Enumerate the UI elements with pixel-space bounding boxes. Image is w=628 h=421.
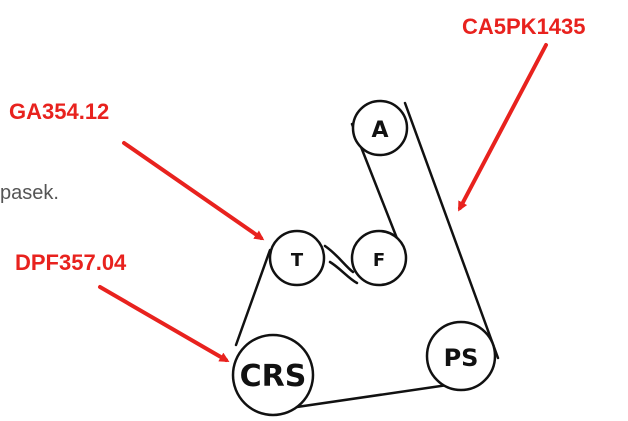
belt-segment-crs-ps bbox=[288, 380, 470, 410]
arrow-damper bbox=[98, 285, 230, 363]
arrow-belt bbox=[458, 43, 548, 212]
belt-segment-a-ps bbox=[403, 101, 500, 360]
caption-fragment: pasek. bbox=[0, 182, 59, 204]
callout-tensioner-label: GA354.12 bbox=[9, 99, 110, 124]
pulley-a-label: A bbox=[371, 118, 388, 143]
pulley-f bbox=[350, 229, 408, 287]
callout-belt-label: CA5PK1435 bbox=[462, 14, 586, 39]
pulley-t bbox=[268, 229, 326, 287]
belt-segment-t-f-lower bbox=[328, 260, 359, 285]
pulley-crs-label: CRS bbox=[240, 359, 307, 394]
pulley-crs bbox=[231, 333, 315, 417]
arrow-tensioner bbox=[122, 141, 265, 241]
pulley-f-label: F bbox=[373, 250, 385, 271]
pulley-ps-label: PS bbox=[444, 344, 479, 372]
pulley-a bbox=[351, 99, 409, 157]
belt-segment-t-crs bbox=[234, 248, 272, 347]
belt-segment-t-f-upper bbox=[323, 244, 355, 274]
pulley-t-label: T bbox=[291, 250, 304, 271]
pulley-ps bbox=[425, 320, 497, 392]
callout-damper-label: DPF357.04 bbox=[15, 250, 127, 275]
